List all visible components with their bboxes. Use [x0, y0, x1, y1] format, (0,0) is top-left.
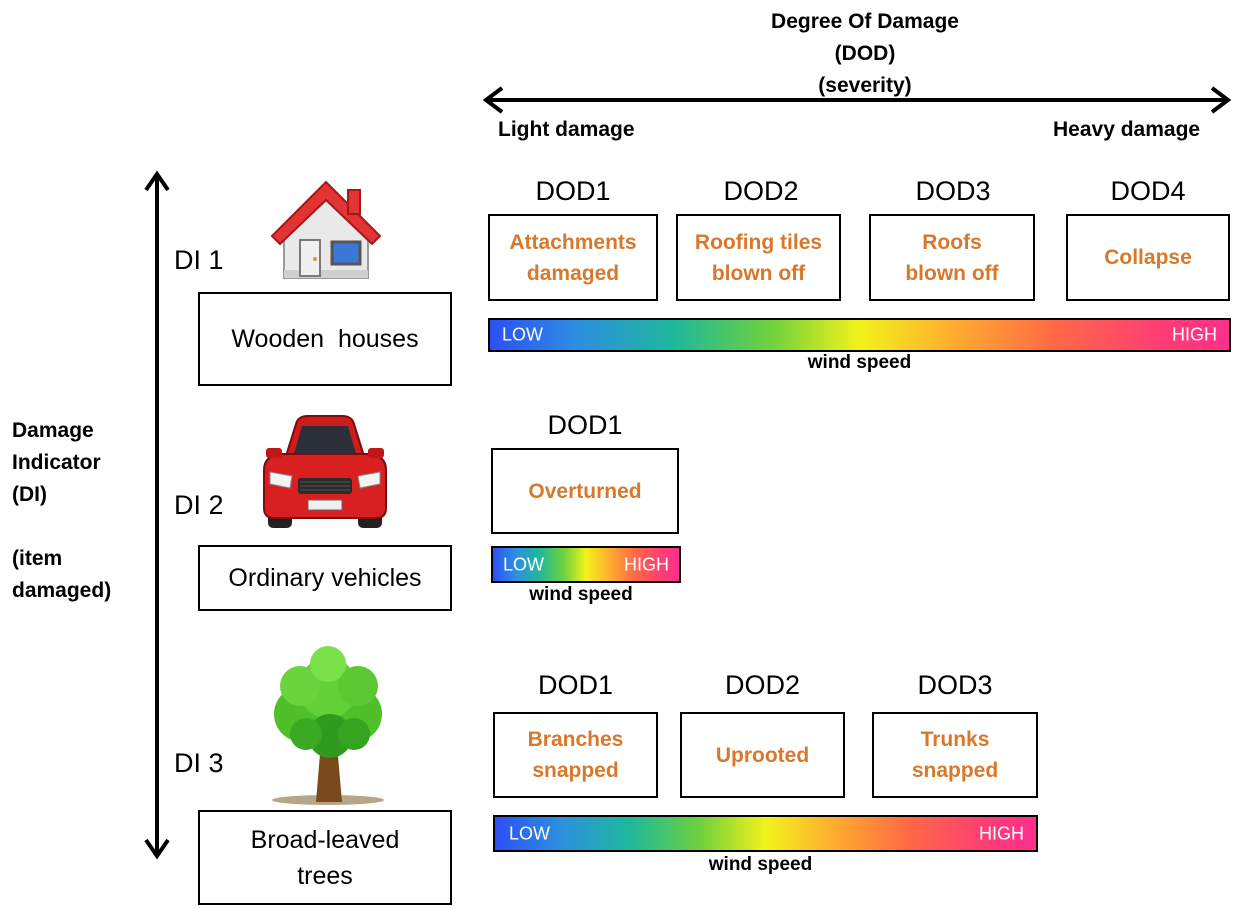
dod-desc-line: blown off: [905, 261, 999, 285]
item-name-line: Broad-leaved: [250, 825, 400, 854]
dod-box: Branches snapped: [493, 712, 658, 798]
dod-box: Trunks snapped: [872, 712, 1038, 798]
dod-label: DOD4: [1110, 176, 1186, 206]
dod-label: DOD2: [724, 670, 800, 700]
damage-indicator-title: Damage Indicator (DI) (item damaged): [12, 415, 111, 607]
item-name: Ordinary vehicles: [228, 564, 422, 592]
dod-box: Attachments damaged: [488, 214, 658, 301]
dod-label: DOD1: [537, 670, 613, 700]
light-damage-label: Light damage: [498, 118, 635, 141]
bar-high-label: HIGH: [1172, 324, 1217, 345]
severity-arrow: [482, 86, 1232, 114]
dod-label: DOD1: [535, 176, 611, 206]
wind-speed-caption: wind speed: [708, 854, 813, 875]
dod-title-line: Degree Of Damage: [771, 10, 959, 33]
item-name-line: trees: [297, 861, 353, 890]
dod-desc-line: Collapse: [1104, 246, 1192, 269]
di-title-line: damaged): [12, 579, 112, 602]
dod-desc-line: blown off: [711, 261, 806, 285]
dod-desc-line: snapped: [911, 759, 999, 782]
dod-label: DOD3: [917, 670, 993, 700]
dod-label: DOD2: [723, 176, 799, 206]
di-title-line: (DI): [12, 483, 47, 506]
item-wooden-houses: Wooden houses: [198, 292, 452, 386]
dod-desc-line: Uprooted: [715, 743, 810, 767]
di-title-line: [12, 511, 111, 543]
dod-title-line: (severity): [818, 74, 912, 97]
dod-desc-line: damaged: [526, 261, 620, 285]
bar-low-label: LOW: [503, 554, 545, 574]
wind-speed-caption: wind speed: [529, 584, 633, 605]
dod-axis-title: Degree Of Damage (DOD) (severity): [740, 6, 990, 102]
dod-box: Overturned: [491, 448, 679, 534]
di-2-label: DI 2: [174, 490, 224, 520]
dod-title-line: (DOD): [834, 42, 896, 65]
dod-desc-line: Overturned: [528, 479, 642, 503]
item-name: Wooden houses: [231, 325, 419, 353]
heavy-damage-label: Heavy damage: [1053, 118, 1201, 141]
dod-box: Uprooted: [680, 712, 845, 798]
wind-speed-caption: wind speed: [807, 352, 912, 373]
bar-low-label: LOW: [509, 823, 551, 843]
dod-label: DOD3: [915, 176, 991, 206]
dod-label: DOD1: [547, 410, 623, 440]
dod-desc-line: Roofs: [922, 230, 982, 254]
dod-desc-line: snapped: [532, 759, 619, 782]
dod-box: Roofing tiles blown off: [676, 214, 841, 301]
item-broad-leaved-trees: Broad-leaved trees: [198, 810, 452, 905]
di-axis-arrow: [144, 170, 170, 860]
tree-icon: [272, 646, 384, 805]
bar-low-label: LOW: [502, 324, 544, 345]
di-title-line: Damage: [12, 419, 94, 442]
di-title-line: Indicator: [12, 451, 101, 474]
di-3-label: DI 3: [174, 748, 224, 778]
dod-desc-line: Branches: [527, 728, 624, 751]
item-ordinary-vehicles: Ordinary vehicles: [198, 545, 452, 611]
wind-speed-bar: LOW HIGH: [491, 546, 681, 583]
dod-desc-line: Attachments: [509, 230, 637, 254]
dod-desc-line: Trunks: [920, 728, 990, 751]
bar-high-label: HIGH: [624, 554, 669, 574]
wind-speed-bar: LOW HIGH: [493, 815, 1038, 852]
car-icon: [263, 415, 387, 528]
house-icon: [270, 180, 382, 279]
wind-speed-bar: LOW HIGH: [488, 318, 1231, 352]
dod-desc-line: Roofing tiles: [694, 230, 823, 254]
di-title-line: (item: [12, 547, 63, 570]
bar-high-label: HIGH: [979, 823, 1024, 843]
dod-box: Collapse: [1066, 214, 1230, 301]
di-1-label: DI 1: [174, 245, 224, 275]
dod-box: Roofs blown off: [869, 214, 1035, 301]
